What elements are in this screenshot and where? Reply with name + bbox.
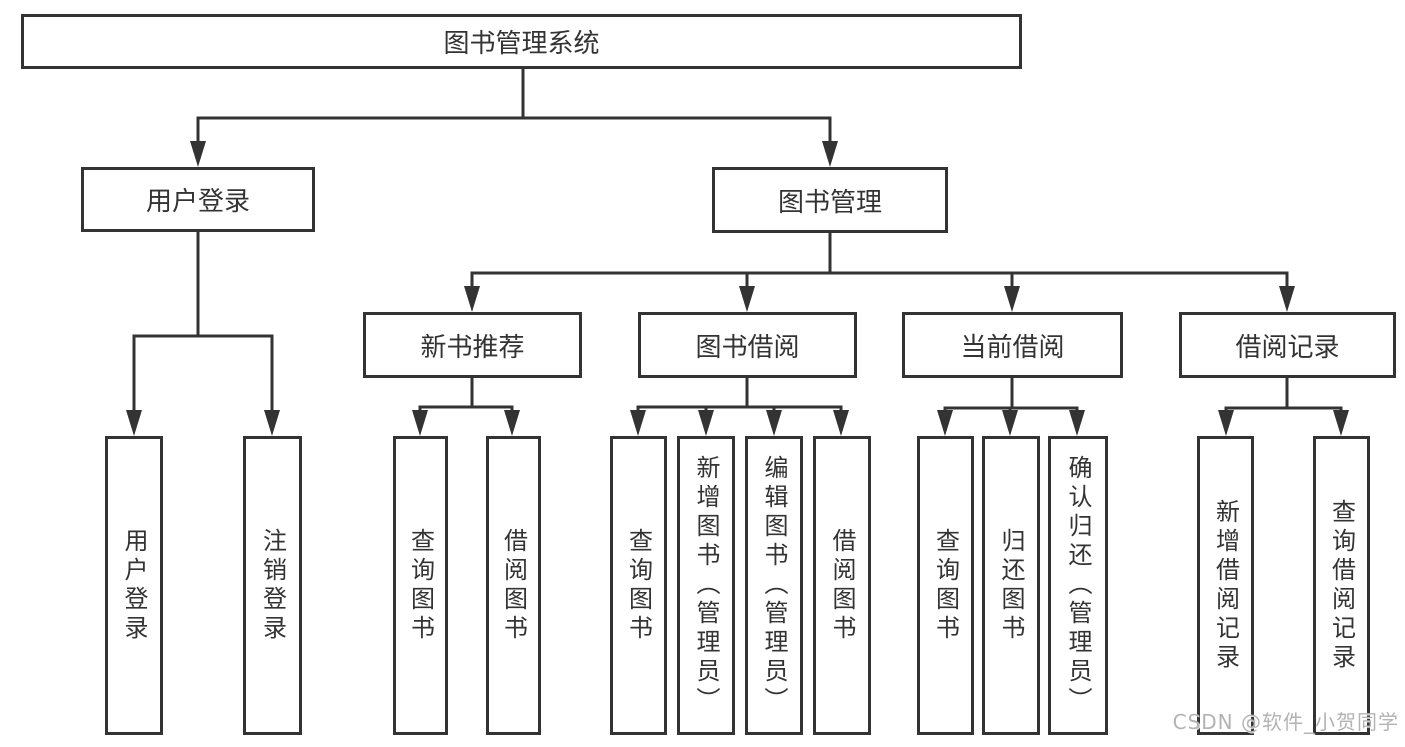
arrow-down <box>1218 408 1234 436</box>
arrow-down <box>126 336 142 436</box>
leaf-label: 查询图书 <box>624 527 653 644</box>
node-borrowing-records: 借阅记录 <box>1179 312 1396 378</box>
leaf-borrow-books-borrowing: 借阅图书 <box>813 436 871 735</box>
node-label: 用户登录 <box>145 187 250 217</box>
leaf-label: 用户登录 <box>120 527 148 644</box>
leaf-label: 借阅图书 <box>499 527 528 644</box>
leaf-query-borrow-record: 查询借阅记录 <box>1313 436 1370 735</box>
node-label: 当前借阅 <box>960 332 1065 363</box>
leaf-label: 注销登录 <box>258 527 287 644</box>
leaf-label: 查询图书 <box>931 527 960 644</box>
leaf-label: 编辑图书（管理员） <box>760 455 788 716</box>
leaf-label: 归还图书 <box>997 527 1025 644</box>
leaf-return-book: 归还图书 <box>982 436 1040 735</box>
leaf-logout: 注销登录 <box>243 436 302 735</box>
leaf-add-borrow-record: 新增借阅记录 <box>1197 436 1254 735</box>
arrow-down <box>766 407 782 436</box>
connector-arrows <box>126 118 1349 436</box>
leaf-label: 新增借阅记录 <box>1211 498 1240 673</box>
node-new-book-recommend: 新书推荐 <box>363 312 582 378</box>
leaf-edit-book-admin: 编辑图书（管理员） <box>745 436 803 735</box>
leaf-user-login: 用户登录 <box>105 436 163 735</box>
arrow-down <box>698 407 714 436</box>
leaf-label: 确认归还（管理员） <box>1064 455 1092 716</box>
leaf-label: 借阅图书 <box>828 527 856 644</box>
node-label: 借阅记录 <box>1235 332 1340 363</box>
leaf-confirm-return-admin: 确认归还（管理员） <box>1048 436 1108 735</box>
node-book-borrowing: 图书借阅 <box>638 312 857 378</box>
leaf-query-books-current: 查询图书 <box>917 436 974 735</box>
node-user-login: 用户登录 <box>81 167 315 232</box>
leaf-label: 查询图书 <box>406 527 435 644</box>
watermark-text: CSDN @软件_小贺同学 <box>1172 710 1399 734</box>
leaf-borrow-books-recommend: 借阅图书 <box>486 436 541 735</box>
arrow-down <box>739 273 755 312</box>
leaf-label: 新增图书（管理员） <box>692 455 720 716</box>
arrow-down <box>833 407 849 436</box>
node-label: 新书推荐 <box>420 332 525 363</box>
arrow-down <box>412 407 428 436</box>
node-current-borrowing: 当前借阅 <box>902 312 1123 378</box>
arrow-down <box>264 336 280 436</box>
arrow-down <box>190 118 206 167</box>
arrow-down <box>504 407 520 436</box>
node-label: 图书管理 <box>777 187 882 218</box>
arrow-down <box>1004 273 1020 312</box>
arrow-down <box>1279 273 1295 312</box>
node-label: 图书管理系统 <box>443 29 600 59</box>
leaf-add-book-admin: 新增图书（管理员） <box>677 436 735 735</box>
leaf-query-books-recommend: 查询图书 <box>393 436 448 735</box>
leaf-query-books-borrowing: 查询图书 <box>610 436 667 735</box>
arrow-down <box>1069 408 1085 436</box>
arrow-down <box>464 273 480 312</box>
node-label: 图书借阅 <box>695 332 800 363</box>
node-library-management-system: 图书管理系统 <box>21 14 1022 69</box>
arrow-down <box>1002 408 1018 436</box>
node-book-management: 图书管理 <box>712 167 948 233</box>
arrow-down <box>822 118 838 167</box>
leaf-label: 查询借阅记录 <box>1327 498 1356 673</box>
arrow-down <box>1333 408 1349 436</box>
arrow-down <box>630 407 646 436</box>
arrow-down <box>937 408 953 436</box>
